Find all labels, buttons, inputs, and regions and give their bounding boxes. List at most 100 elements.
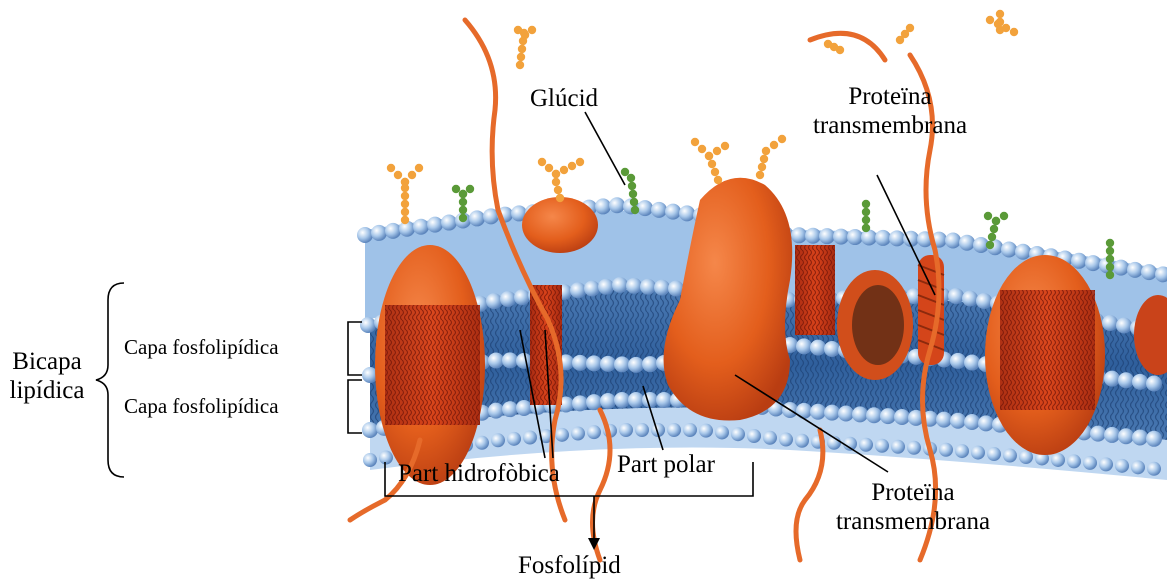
lipid-head xyxy=(628,392,644,408)
lipid-head xyxy=(1071,253,1087,269)
lipid-head xyxy=(847,229,863,245)
lipid-head xyxy=(978,415,994,431)
lipid-head xyxy=(964,414,980,430)
fosfolipid-label: Fosfolípid xyxy=(518,551,621,580)
glycan-bead xyxy=(906,24,914,32)
lipid-head xyxy=(619,423,633,437)
glycan-bead xyxy=(394,171,402,179)
glycan-bead xyxy=(459,214,467,222)
protein-bottom-label: Proteïna transmembrana xyxy=(818,478,1008,536)
glycan-bead xyxy=(708,160,716,168)
glycan-bead xyxy=(545,164,553,172)
lipid-head xyxy=(667,423,681,437)
lipid-head xyxy=(651,202,667,218)
glycan-bead xyxy=(988,233,996,241)
lipid-head xyxy=(612,277,628,293)
lipid-head xyxy=(635,423,649,437)
lipid-head xyxy=(469,210,485,226)
lipid-head xyxy=(731,427,745,441)
protein-bottom-line-2: transmembrana xyxy=(818,507,1008,536)
lipid-head xyxy=(866,407,882,423)
lipid-head xyxy=(523,431,537,445)
lipid-head xyxy=(810,404,826,420)
lipid-head xyxy=(555,428,569,442)
lipid-head xyxy=(791,227,807,243)
lipid-head xyxy=(360,317,376,333)
lipid-head xyxy=(859,438,873,452)
glycan-bead xyxy=(554,186,562,194)
lipid-head xyxy=(962,291,978,307)
lipid-head xyxy=(955,444,969,458)
glycan-bead xyxy=(576,158,584,166)
glycan-bead xyxy=(516,61,524,69)
lipid-head xyxy=(572,355,588,371)
protein-top-line-2: transmembrana xyxy=(800,111,980,140)
lipid-head xyxy=(385,223,401,239)
glycan-bead xyxy=(621,168,629,176)
lipid-head xyxy=(1141,264,1157,280)
lipid-head xyxy=(357,227,373,243)
glycan-bead xyxy=(401,216,409,224)
glucid-leader xyxy=(585,112,625,185)
glycan-bead xyxy=(824,40,832,48)
lipid-head xyxy=(838,406,854,422)
lipid-head xyxy=(891,440,905,454)
lipid-head xyxy=(699,424,713,438)
lipid-head xyxy=(1118,372,1134,388)
lipid-head xyxy=(475,436,489,450)
lipid-head xyxy=(796,338,812,354)
glycan-bead xyxy=(711,168,719,176)
lipid-head xyxy=(810,340,826,356)
glycan-bead xyxy=(401,200,409,208)
lipid-head xyxy=(491,433,505,447)
capa-bottom-bracket xyxy=(348,380,362,433)
lipid-head xyxy=(976,293,992,309)
lipid-head xyxy=(598,279,614,295)
lipid-head xyxy=(779,433,793,447)
part-hidrofobica-label: Part hidrofòbica xyxy=(398,459,560,488)
glycan-bead xyxy=(528,26,536,34)
glycan-bead xyxy=(1000,212,1008,220)
lipid-head xyxy=(587,425,601,439)
lipid-head xyxy=(889,230,905,246)
glycan-bead xyxy=(466,185,474,193)
lipid-head xyxy=(441,215,457,231)
lipid-head xyxy=(656,392,672,408)
glycan-bead xyxy=(862,208,870,216)
glycan-bead xyxy=(629,190,637,198)
lipid-head xyxy=(1118,428,1134,444)
glycan-bead xyxy=(552,178,560,186)
right-large-protein xyxy=(985,255,1105,455)
lipid-head xyxy=(880,408,896,424)
bicapa-line-1: Bicapa xyxy=(2,347,92,376)
glycan-bead xyxy=(714,176,722,184)
lipid-head xyxy=(875,230,891,246)
part-polar-label: Part polar xyxy=(617,450,715,479)
glycan-bead xyxy=(770,141,778,149)
glycan-bead xyxy=(556,194,564,202)
lipid-head xyxy=(1115,459,1129,473)
glycan-bead xyxy=(518,45,526,53)
protein-top-label: Proteïna transmembrana xyxy=(800,82,980,140)
lipid-head xyxy=(654,280,670,296)
lipid-head xyxy=(1051,453,1065,467)
glycan-bead xyxy=(628,182,636,190)
glycan-bead xyxy=(401,192,409,200)
glycan-bead xyxy=(517,53,525,61)
lipid-head xyxy=(642,356,658,372)
lipid-head xyxy=(600,393,616,409)
glycan-bead xyxy=(1002,24,1010,32)
glycan-bead xyxy=(721,142,729,150)
glycan-bead xyxy=(630,198,638,206)
glycan-bead xyxy=(401,178,409,186)
glycan-bead xyxy=(452,185,460,193)
lipid-head xyxy=(1146,431,1162,447)
lipid-head xyxy=(1104,427,1120,443)
bicapa-line-2: lipídica xyxy=(2,376,92,405)
glycan-bead xyxy=(758,163,766,171)
glycan-bead xyxy=(760,155,768,163)
lipid-head xyxy=(683,423,697,437)
lipid-head xyxy=(875,439,889,453)
lipid-head xyxy=(824,405,840,421)
